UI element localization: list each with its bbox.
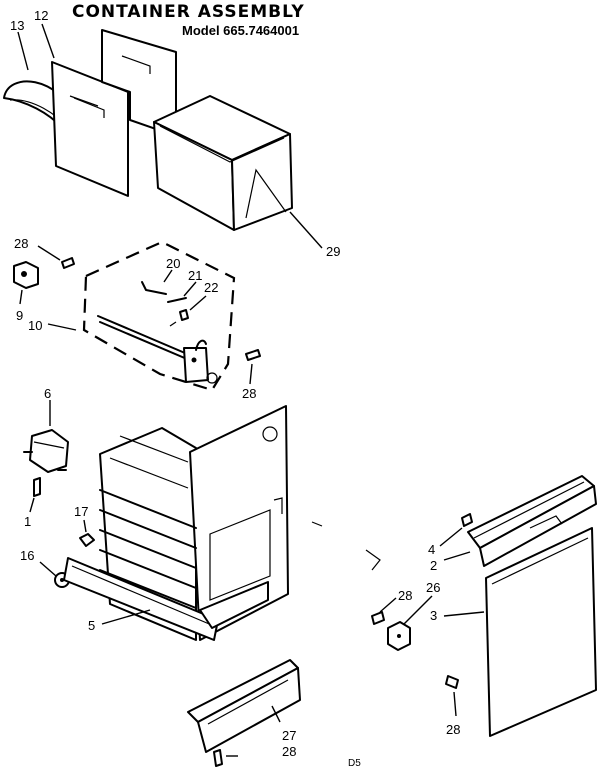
leader-9 [19, 289, 23, 305]
diagram-title: CONTAINER ASSEMBLY [72, 2, 305, 22]
callout-10: 10 [28, 318, 42, 333]
leader-4 [439, 527, 463, 547]
leader-1 [29, 497, 35, 513]
leader-27 [271, 705, 281, 723]
callout-2: 2 [430, 558, 437, 573]
callout-17: 17 [74, 504, 88, 519]
callout-6: 6 [44, 386, 51, 401]
callout-26: 26 [426, 580, 440, 595]
part-22-clip [179, 309, 189, 321]
pointer-hinge [365, 549, 381, 571]
leader-26 [403, 595, 433, 625]
callout-21: 21 [188, 268, 202, 283]
callout-29: 29 [326, 244, 340, 259]
callout-20: 20 [166, 256, 180, 271]
part-3-door-panel [485, 527, 597, 737]
callout-28-upper: 28 [14, 236, 28, 251]
leader-5 [101, 609, 151, 625]
callout-4: 4 [428, 542, 435, 557]
part-rod-assembly [97, 315, 218, 384]
callout-16: 16 [20, 548, 34, 563]
diagram-code: D5 [348, 758, 361, 768]
callout-5: 5 [88, 618, 95, 633]
leader-28-upper [37, 245, 61, 261]
part-4-screw [461, 513, 473, 527]
callout-28-lower-mid: 28 [398, 588, 412, 603]
callout-3: 3 [430, 608, 437, 623]
leader-28-lower-right [453, 691, 457, 717]
callout-13: 13 [10, 18, 24, 33]
part-5-cabinet [63, 405, 289, 641]
leader-29 [289, 211, 323, 249]
part-21-spring [167, 297, 187, 303]
callout-28-lower-right: 28 [446, 722, 460, 737]
callout-12: 12 [34, 8, 48, 23]
leader-12 [41, 23, 55, 59]
part-10-assembly-outline [82, 240, 236, 392]
leader-20 [163, 269, 173, 283]
part-26-hinge [387, 621, 411, 651]
part-20-pin [141, 281, 167, 295]
part-29-container-bag [153, 95, 293, 231]
part-28-screw-mid [245, 349, 261, 361]
part-28-screw-upper [61, 257, 75, 269]
leader-2 [443, 551, 471, 561]
leader-3 [443, 611, 485, 617]
part-28-screw-bottom [213, 749, 223, 767]
part-17-clip [79, 533, 95, 547]
leader-13 [17, 31, 29, 71]
leader-22 [189, 295, 207, 311]
callout-28-mid: 28 [242, 386, 256, 401]
part-9-bracket [13, 261, 39, 289]
leader-28-mid [249, 363, 253, 385]
part-27-tray [187, 659, 301, 753]
leader-17 [83, 519, 87, 533]
leader-10 [47, 323, 77, 331]
rear-liner-panel [101, 29, 177, 137]
leader-21 [183, 281, 197, 297]
leader-16 [39, 561, 57, 577]
part-1-screw [33, 477, 41, 497]
callout-9: 9 [16, 308, 23, 323]
leader-28-lower-mid [379, 597, 397, 613]
part-28-screw-lower-mid [371, 611, 385, 625]
callout-1: 1 [24, 514, 31, 529]
part-28-screw-lower-right [445, 675, 459, 689]
callout-28-bottom: 28 [282, 744, 296, 759]
callout-22: 22 [204, 280, 218, 295]
model-number: Model 665.7464001 [182, 23, 299, 38]
pointer-cabinet-door [311, 521, 323, 527]
callout-27: 27 [282, 728, 296, 743]
part-6-hinge-bracket [23, 429, 69, 473]
part-2-handle-bar [467, 475, 597, 567]
